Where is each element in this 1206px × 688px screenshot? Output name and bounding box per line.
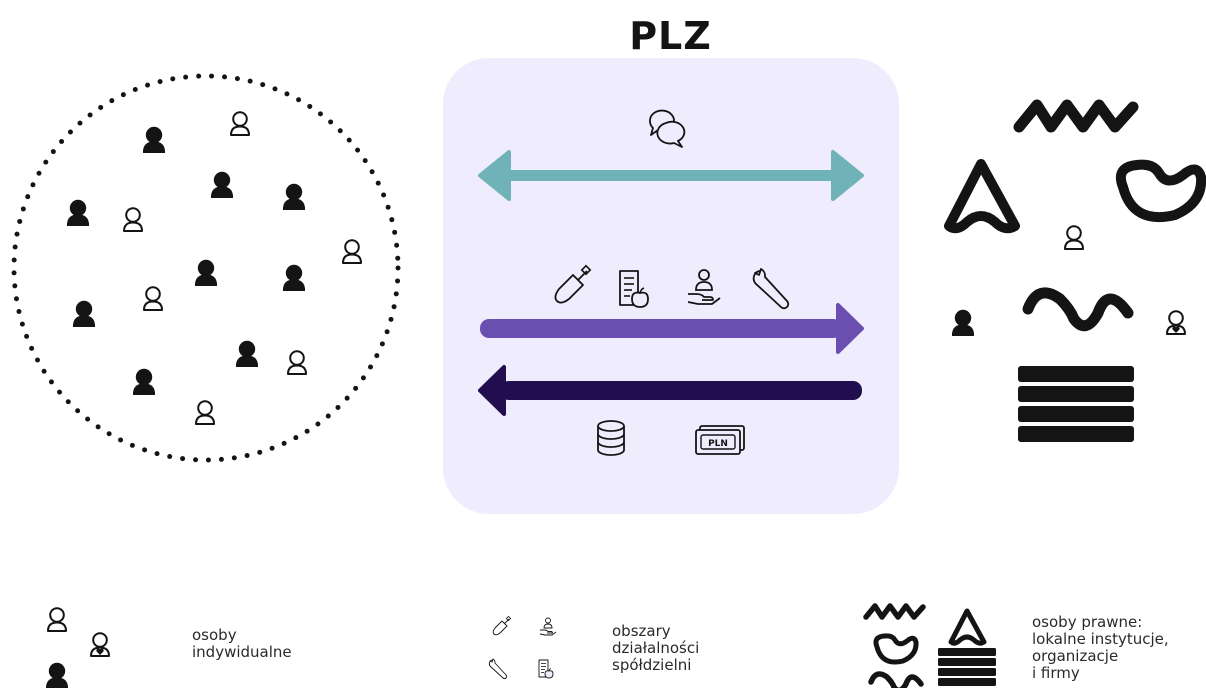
legend-document-apple-icon [538, 659, 554, 679]
legend-person-hand-icon [539, 617, 557, 636]
legend-triangle-shape-icon [951, 611, 984, 643]
legend-person-outline-icon [47, 607, 67, 632]
legend-individuals-label: osoby indywidualne [192, 626, 292, 661]
legend-wrench-icon [488, 658, 508, 680]
legend-person-filled-icon [46, 662, 68, 688]
banknote-label: PLN [708, 439, 728, 449]
navy-left-arrow [478, 365, 862, 416]
legend-legal-entities-label: osoby prawne: lokalne instytucje, organi… [1032, 613, 1169, 682]
legend-bean-shape-icon [876, 636, 916, 662]
dotted-community-circle [11, 73, 401, 463]
legend-bars-shape-icon [938, 648, 996, 686]
diagram-title: PLZ [629, 14, 712, 58]
legend-activity-areas-label: obszary działalności spółdzielni [612, 622, 700, 674]
legend-person-heart-icon [91, 633, 109, 656]
legend-wave-shape-icon [871, 674, 921, 688]
purple-right-arrow [480, 303, 864, 354]
legend-zigzag-shape-icon [866, 606, 923, 617]
legend-trowel-icon [492, 615, 512, 636]
teal-bidirectional-arrow [478, 150, 864, 201]
banknotes-icon: PLN [695, 425, 745, 455]
